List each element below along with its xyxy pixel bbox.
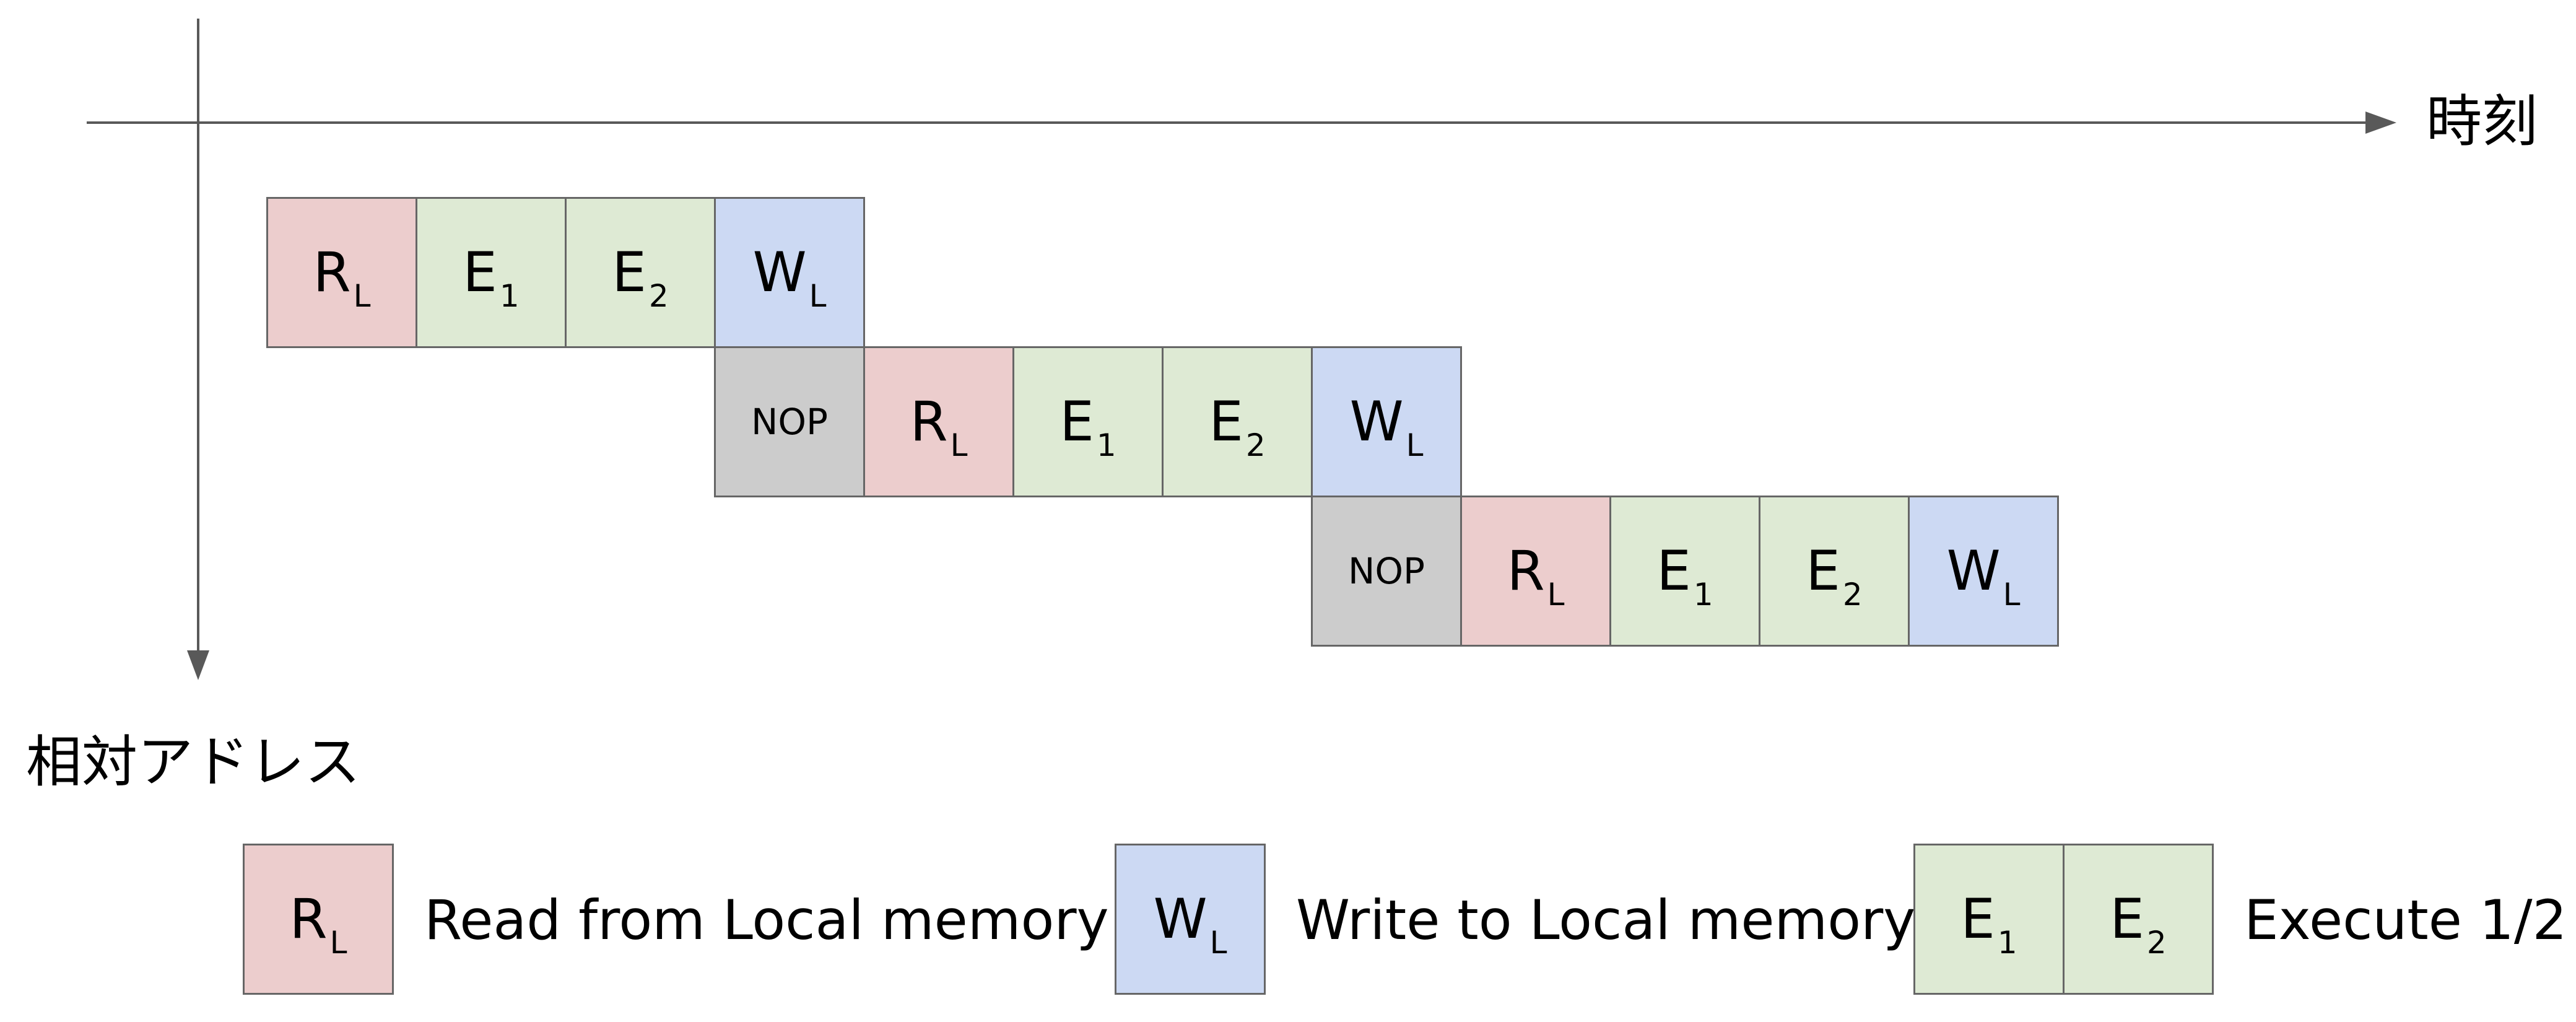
stage-execute-row2-3-letter: E bbox=[1060, 390, 1094, 453]
stage-execute-row3-3-letter: E bbox=[1656, 539, 1691, 603]
stage-execute-row3-3-subscript: 1 bbox=[1693, 577, 1713, 613]
stage-write-row2-5-subscript: L bbox=[1406, 427, 1424, 463]
stage-execute-row2-3-subscript: 1 bbox=[1096, 427, 1116, 463]
stage-read-row3-2-subscript: L bbox=[1547, 577, 1565, 613]
legend-text-1: Read from Local memory bbox=[424, 888, 1109, 952]
stage-execute-row1-2-subscript: 1 bbox=[499, 278, 520, 314]
legend-box-read-1-letter: R bbox=[289, 887, 328, 951]
stage-write-row1-4-subscript: L bbox=[809, 278, 827, 314]
stage-execute-row1-2-letter: E bbox=[463, 240, 497, 304]
stage-read-row1-1-letter: R bbox=[313, 240, 351, 304]
time-axis-arrowhead bbox=[2365, 111, 2396, 134]
stage-nop-row2-1: NOP bbox=[714, 346, 865, 497]
legend-box-write-1-letter: W bbox=[1153, 887, 1208, 951]
stage-execute-row1-3-subscript: 2 bbox=[648, 278, 669, 314]
stage-read-row2-2-letter: R bbox=[910, 390, 948, 453]
legend-box-execute-2-subscript: 2 bbox=[2146, 925, 2167, 961]
stage-execute-row3-4-subscript: 2 bbox=[1842, 577, 1863, 613]
legend-box-write-1-subscript: L bbox=[1209, 925, 1227, 961]
stage-write-row3-5-subscript: L bbox=[2003, 577, 2021, 613]
stage-read-row3-2-letter: R bbox=[1507, 539, 1545, 603]
legend-box-execute-1-subscript: 1 bbox=[1997, 925, 2017, 961]
legend-text-2: Write to Local memory bbox=[1296, 888, 1916, 952]
legend-box-execute-2-letter: E bbox=[2110, 887, 2144, 951]
address-axis-label: 相対アドレス bbox=[26, 730, 360, 795]
stage-execute-row2-4-subscript: 2 bbox=[1245, 427, 1266, 463]
stage-read-row1-1-subscript: L bbox=[353, 278, 371, 314]
stage-nop-row2-1-letter: NOP bbox=[751, 401, 828, 443]
stage-read-row2-2-subscript: L bbox=[950, 427, 968, 463]
stage-execute-row2-4-letter: E bbox=[1209, 390, 1243, 453]
stage-nop-row3-1-letter: NOP bbox=[1347, 550, 1425, 592]
legend-box-read-1-subscript: L bbox=[329, 925, 347, 961]
time-axis-label: 時刻 bbox=[2426, 89, 2538, 154]
stage-execute-row1-3-letter: E bbox=[612, 240, 646, 304]
stage-write-row1-4-letter: W bbox=[752, 240, 807, 304]
stage-write-row2-5-letter: W bbox=[1349, 390, 1404, 453]
stage-execute-row3-4-letter: E bbox=[1806, 539, 1840, 603]
legend-box-execute-1-letter: E bbox=[1960, 887, 1995, 951]
stage-write-row3-5-letter: W bbox=[1946, 539, 2001, 603]
address-axis-arrowhead bbox=[187, 650, 209, 680]
legend-text-3: Execute 1/2 bbox=[2244, 888, 2567, 952]
stage-nop-row3-1: NOP bbox=[1311, 496, 1462, 647]
